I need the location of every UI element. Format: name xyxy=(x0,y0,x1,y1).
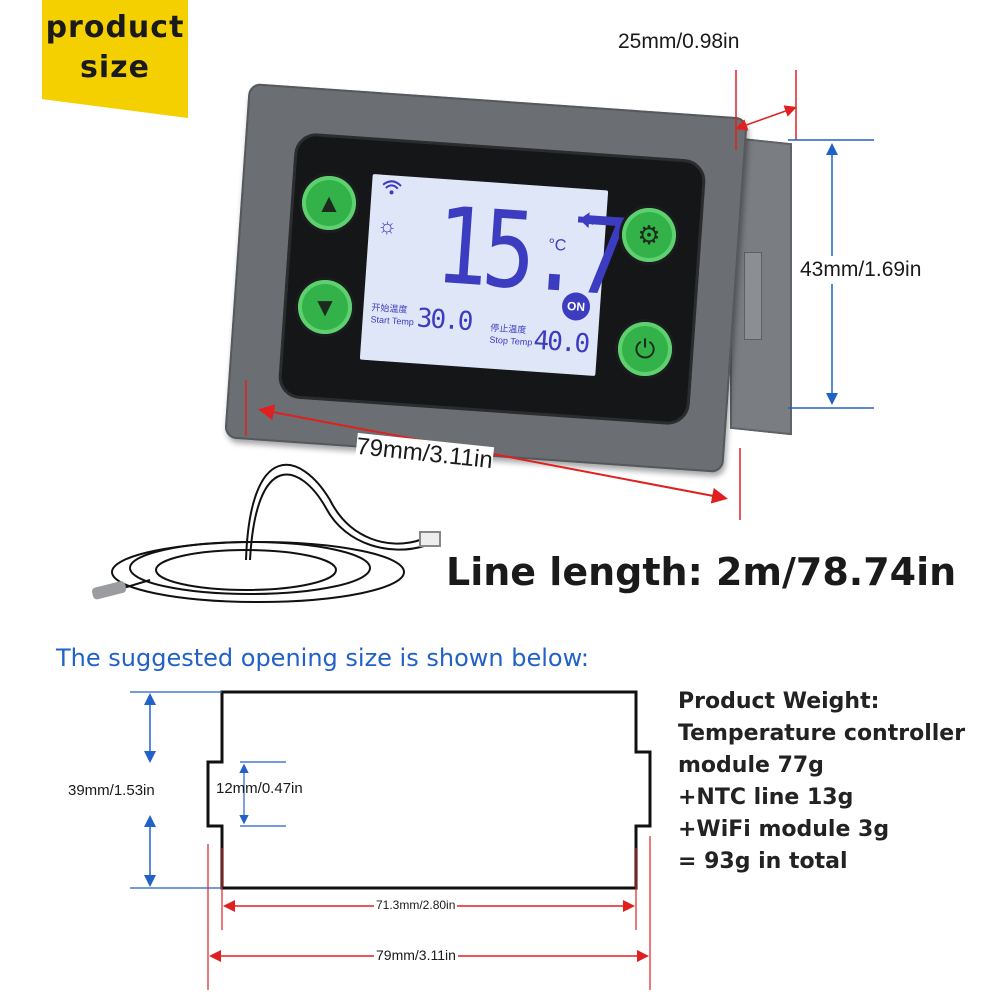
opening-notch-label: 12mm/0.47in xyxy=(216,780,303,797)
height-dimension-label: 43mm/1.69in xyxy=(800,256,922,284)
down-button[interactable]: ▼ xyxy=(298,280,352,334)
product-weight-block: Product Weight: Temperature controller m… xyxy=(678,686,988,878)
speaker-icon xyxy=(575,210,599,234)
power-icon: ⏻ xyxy=(634,334,656,364)
line-length-label: Line length: 2m/78.74in xyxy=(446,550,957,594)
opening-inner-width-label: 71.3mm/2.80in xyxy=(374,898,458,912)
weight-line: = 93g in total xyxy=(678,849,848,874)
weight-line: +WiFi module 3g xyxy=(678,817,890,842)
weight-line: Product Weight: xyxy=(678,689,880,714)
mounting-clip xyxy=(744,252,762,340)
down-arrow-icon: ▼ xyxy=(312,292,338,322)
weight-line: +NTC line 13g xyxy=(678,785,854,810)
tag-line-2: size xyxy=(80,50,150,85)
weight-line: module 77g xyxy=(678,753,824,778)
power-button[interactable]: ⏻ xyxy=(618,322,672,376)
product-size-tag: product size xyxy=(42,0,188,118)
settings-gear-icon: ⚙ xyxy=(637,220,661,250)
weight-line: Temperature controller xyxy=(678,721,966,746)
opening-height-label: 39mm/1.53in xyxy=(68,782,155,799)
up-button[interactable]: ▲ xyxy=(302,176,356,230)
tag-line-1: product xyxy=(45,10,185,45)
opening-size-heading: The suggested opening size is shown belo… xyxy=(56,644,589,672)
wifi-icon xyxy=(381,179,402,201)
opening-outer-width-label: 79mm/3.11in xyxy=(374,947,458,963)
depth-dimension-label: 25mm/0.98in xyxy=(618,30,740,53)
ntc-probe-cable xyxy=(109,463,441,603)
settings-button[interactable]: ⚙ xyxy=(622,208,676,262)
up-arrow-icon: ▲ xyxy=(316,188,342,218)
lcd-display: ☼ 15.7 °C ON 开始温度 Start Temp 30.0 停止温度 S… xyxy=(359,173,628,377)
